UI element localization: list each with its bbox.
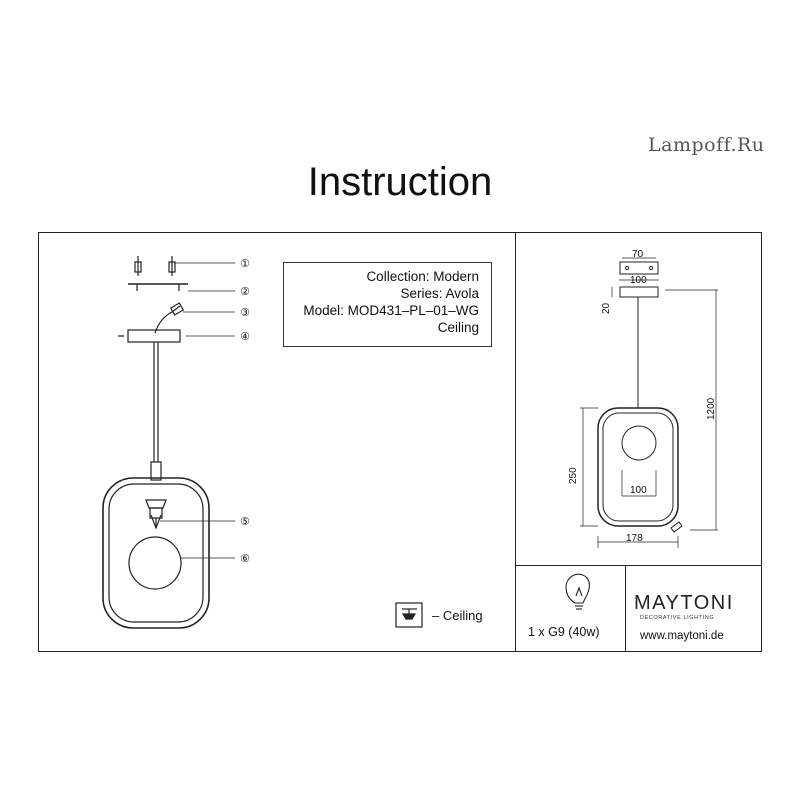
callout-2: ② [240,285,250,298]
dim-total-height: 1200 [706,397,717,420]
panel-divider-horizontal [515,565,762,566]
product-info-box: Collection: Modern Series: Avola Model: … [283,262,492,347]
page-title: Instruction [307,160,493,204]
bulb-spec: 1 x G9 (40w) [528,625,600,639]
callout-4: ④ [240,330,250,343]
mount-type-label: Ceiling [437,320,479,335]
brand-tagline: DECORATIVE LIGHTING [640,615,715,621]
series-label: Series: Avola [400,286,479,301]
watermark: Lampoff.Ru [648,134,765,156]
collection-label: Collection: Modern [366,269,479,284]
callout-3: ③ [240,306,250,319]
footer-divider [625,565,626,652]
dim-frame-height: 250 [568,467,579,484]
dim-frame-width: 178 [626,533,643,544]
brand-url: www.maytoni.de [640,630,724,642]
bulb-icon [565,573,590,610]
callout-5: ⑤ [240,515,250,528]
callout-1: ① [240,257,250,270]
dim-plate-height: 20 [601,302,612,314]
dim-plate-width: 100 [630,275,647,286]
panel-divider-vertical [515,232,516,652]
callout-6: ⑥ [240,552,250,565]
ceiling-mount-label: – Ceiling [432,608,483,623]
ceiling-mount-icon [395,602,423,628]
brand-logo: MAYTONI [634,592,734,614]
instruction-frame [38,232,762,652]
dim-plate-top: 70 [632,249,644,260]
model-label: Model: MOD431–PL–01–WG [303,303,479,318]
dim-bulb-width: 100 [630,485,647,496]
dimension-drawing [580,257,718,548]
